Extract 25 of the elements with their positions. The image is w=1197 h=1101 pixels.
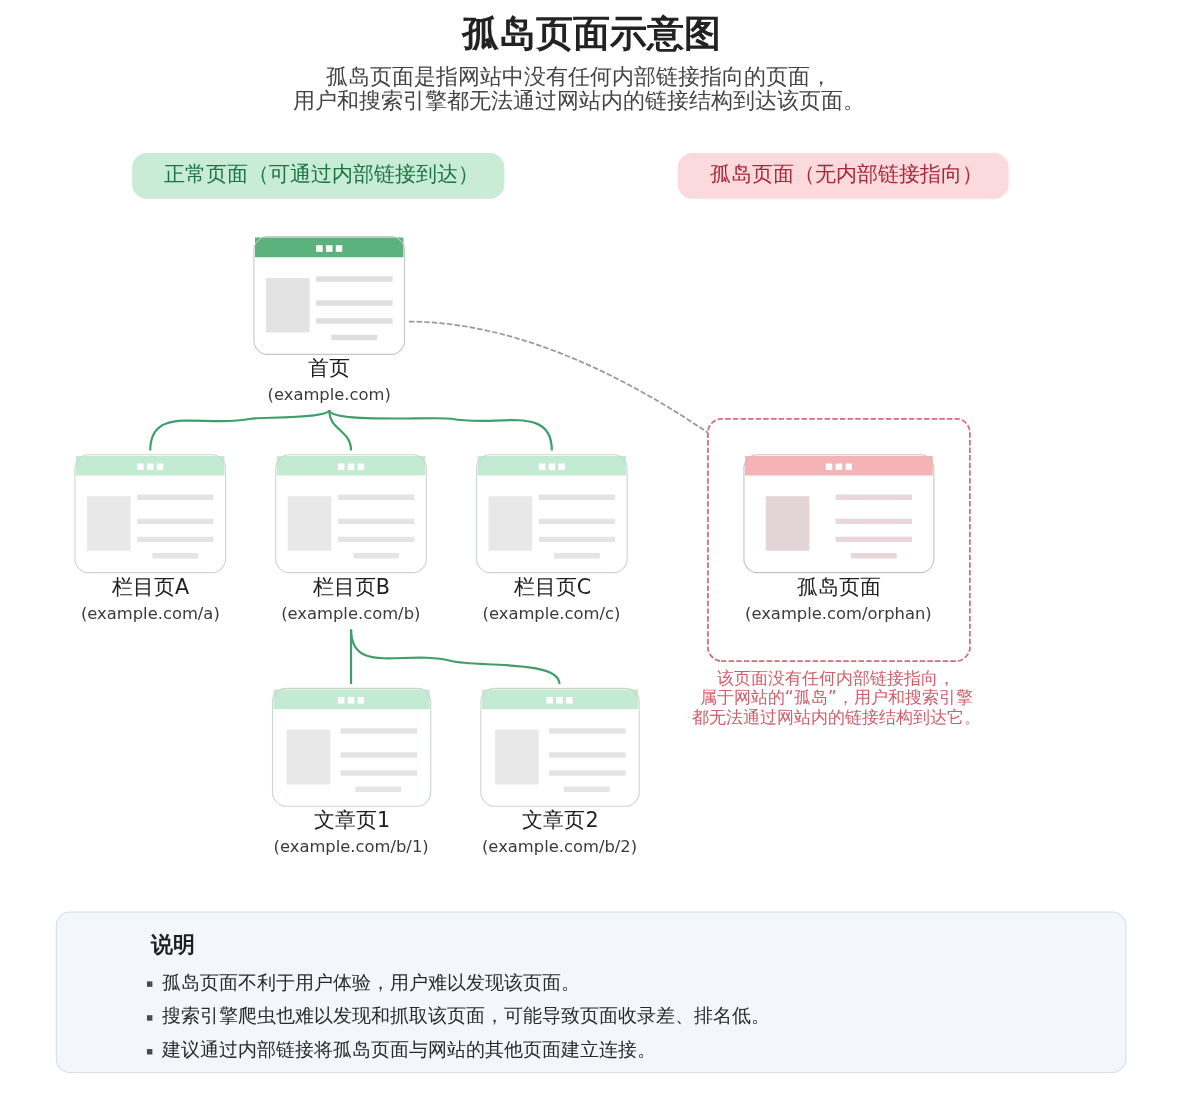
connector [327,409,352,451]
node-label: (example.com) [267,385,391,405]
connector [327,409,553,451]
connector [148,409,330,451]
node-label: (example.com/a) [80,603,220,623]
node-box: 正常页面（可通过内部链接到达） [131,153,504,199]
node-label: 栏目页C [513,574,591,599]
label: 孤岛页面是指网站中没有任何内部链接指向的页面，用户和搜索引擎都无法通过网站内的链接结构到达该页面。 [292,63,865,113]
node-label: 文章页2 [521,808,599,833]
node-label: (example.com/orphan) [744,603,932,623]
node-label: 该页面没有任何内部链接指向，属于网站的“孤岛”，用户和搜索引擎都无法通过网站内的链接结构到达它。 [691,667,981,728]
node-label: (example.com/b) [280,603,420,623]
node-label: 栏目页A [111,574,189,599]
diagram-title: 孤岛页面示意图 [461,11,721,55]
connector [407,320,709,434]
connector [349,629,561,685]
node-label: (example.com/b/1) [273,837,429,857]
node-label: 文章页1 [313,808,390,833]
node-label: 首页 [307,356,350,381]
node-label: (example.com/b/2) [481,837,637,857]
node-label: 孤岛页面 [796,574,881,599]
node-label: 栏目页B [312,574,390,599]
node-label: (example.com/c) [482,603,620,623]
node-box: 孤岛页面（无内部链接指向） [677,153,1009,199]
cluster [706,417,971,662]
